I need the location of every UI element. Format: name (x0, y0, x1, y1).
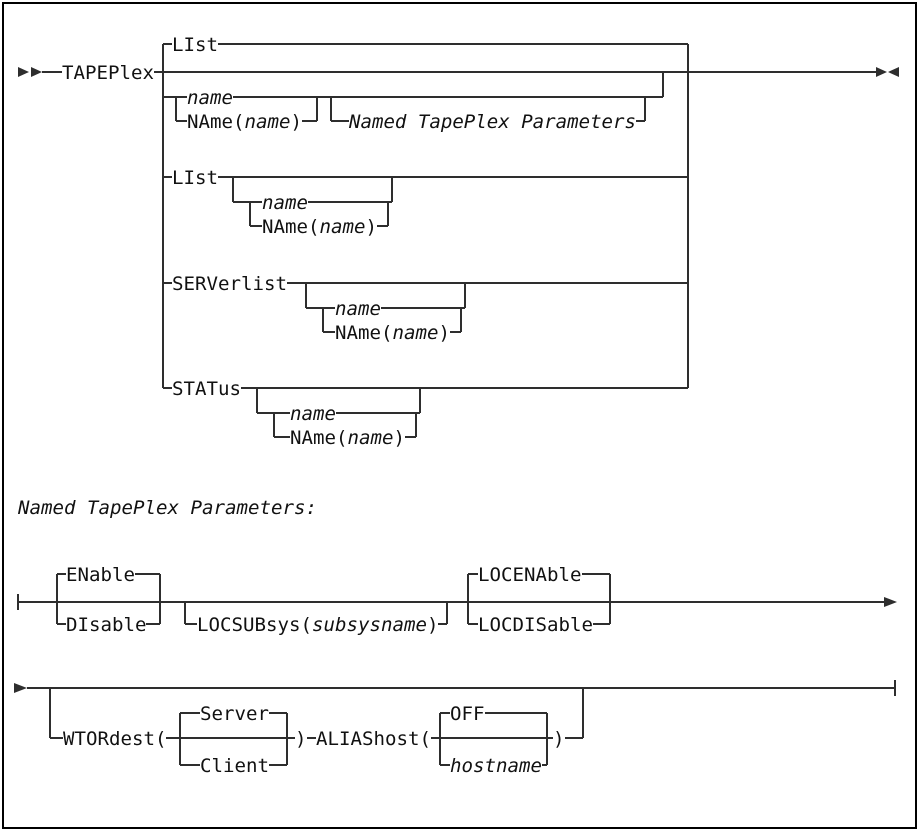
paren-close: ) (295, 728, 307, 750)
keyword-server-default: Server (200, 703, 269, 725)
variable-name: name (393, 322, 439, 344)
keyword-locdisable: LOCDISable (478, 614, 593, 636)
keyword-serverlist: SERVerlist (172, 273, 287, 295)
start-arrow-icon (18, 67, 29, 77)
keyword-enable-default: ENable (66, 564, 135, 586)
variable-name: name (290, 403, 336, 425)
variable-name: name (335, 298, 381, 320)
fragment-title: Named TapePlex Parameters: (17, 497, 317, 519)
paren-close: ) (439, 322, 451, 344)
keyword-disable: DIsable (66, 614, 147, 636)
keyword-off-default: OFF (450, 703, 485, 725)
keyword-aliashost-open: ALIAShost( (316, 728, 431, 750)
continue-arrow-icon (884, 597, 897, 607)
keyword-list-default: LIst (172, 34, 218, 56)
keyword-name-open: NAme( (187, 111, 245, 133)
paren-close: ) (553, 728, 565, 750)
end-arrow-icon (888, 67, 899, 77)
variable-subsysname: subsysname (312, 614, 427, 636)
variable-name: name (262, 192, 308, 214)
fragment1-rails (17, 573, 884, 625)
paren-close: ) (427, 614, 439, 636)
main-rule: TAPEPlex LIst name NAme( name ) Named Ta… (18, 34, 899, 449)
paren-close: ) (291, 111, 303, 133)
variable-name: name (187, 87, 233, 109)
variable-name: name (348, 427, 394, 449)
keyword-status: STATus (172, 378, 241, 400)
keyword-tapeplex: TAPEPlex (62, 62, 154, 84)
fragment-line-1: ENable DIsable LOCSUBsys( subsysname ) L… (17, 564, 897, 636)
keyword-list: LIst (172, 167, 218, 189)
fragment2-rails (27, 680, 896, 766)
keyword-name-open: NAme( (262, 216, 320, 238)
end-arrow-icon (876, 67, 887, 77)
paren-close: ) (366, 216, 378, 238)
variable-name: name (320, 216, 366, 238)
paren-close: ) (394, 427, 406, 449)
keyword-name-open: NAme( (290, 427, 348, 449)
start-arrow-icon (31, 67, 42, 77)
keyword-locsubsys-open: LOCSUBsys( (197, 614, 312, 636)
main-rails (42, 43, 876, 438)
fragment-reference: Named TapePlex Parameters (348, 111, 636, 133)
keyword-locenable-default: LOCENAble (478, 564, 582, 586)
keyword-client: Client (200, 755, 269, 777)
continue-arrow-icon (14, 683, 27, 693)
keyword-wtordest-open: WTORdest( (63, 728, 167, 750)
keyword-name-open: NAme( (335, 322, 393, 344)
variable-hostname: hostname (450, 755, 542, 777)
variable-name: name (245, 111, 291, 133)
fragment-line-2: WTORdest( Server Client ) ALIAShost( OFF… (14, 680, 896, 777)
